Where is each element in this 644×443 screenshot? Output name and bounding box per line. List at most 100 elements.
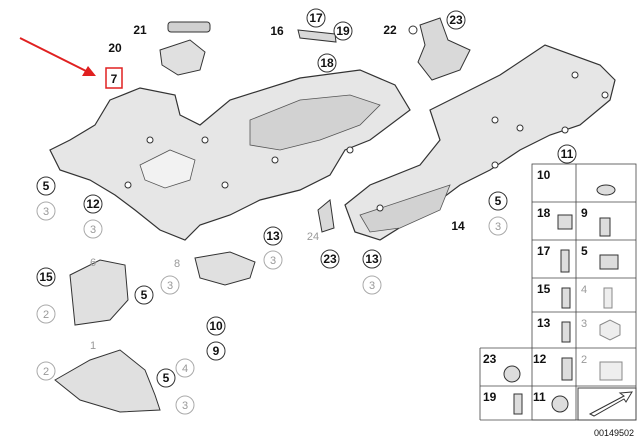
svg-text:5: 5: [581, 244, 588, 258]
callout-18: 18: [317, 53, 337, 73]
svg-text:22: 22: [383, 23, 397, 37]
svg-text:23: 23: [323, 252, 337, 266]
callout-6: 6: [90, 257, 96, 269]
callout-15: 15: [36, 267, 56, 287]
pointer-arrow: [19, 37, 96, 76]
svg-text:13: 13: [266, 229, 280, 243]
callout-3-right: 3: [362, 275, 382, 295]
callout-14: 14: [451, 219, 465, 233]
callout-3-lower: 3: [160, 275, 180, 295]
callout-23-mid: 23: [320, 249, 340, 269]
callout-21: 21: [133, 23, 147, 37]
svg-text:19: 19: [336, 24, 350, 38]
callout-23-top: 23: [446, 10, 466, 30]
callout-5-left: 5: [36, 176, 56, 196]
center-cover: [194, 251, 256, 286]
svg-text:3: 3: [369, 280, 375, 292]
callout-12: 12: [83, 194, 103, 214]
svg-text:11: 11: [561, 147, 574, 161]
lower-air-guide: [54, 349, 161, 413]
callout-1: 1: [90, 340, 96, 352]
svg-text:12: 12: [533, 352, 547, 366]
callout-24: 24: [307, 231, 319, 243]
callout-7: 7: [105, 67, 123, 89]
flange-bolt-icon: [513, 393, 523, 415]
hex-bolt-icon: [599, 217, 611, 237]
callout-3-bottom: 3: [175, 395, 195, 415]
push-clip-icon: [561, 357, 573, 381]
spring-nut-icon: [599, 254, 619, 270]
callout-3-mid: 3: [83, 219, 103, 239]
callout-5-bottom: 5: [156, 368, 176, 388]
washer-icon: [596, 184, 616, 196]
callout-3-left: 3: [36, 201, 56, 221]
callout-4: 4: [175, 358, 195, 378]
svg-text:7: 7: [111, 72, 118, 86]
mounting-bracket: [408, 17, 471, 81]
svg-text:3: 3: [90, 224, 96, 236]
collar-nut-icon: [551, 395, 569, 413]
svg-text:12: 12: [86, 197, 100, 211]
bolt-icon: [603, 287, 613, 309]
svg-text:23: 23: [449, 13, 463, 27]
legend-labels: 10 18 9 17 5 15 4 13 3 23 12 2 19 11: [483, 168, 588, 404]
svg-text:21: 21: [133, 23, 147, 37]
svg-text:10: 10: [537, 168, 551, 182]
svg-text:5: 5: [495, 194, 502, 208]
svg-text:3: 3: [167, 280, 173, 292]
callout-11: 11: [557, 144, 577, 164]
callout-16: 16: [270, 24, 284, 38]
svg-text:15: 15: [39, 270, 53, 284]
svg-text:3: 3: [43, 206, 49, 218]
svg-text:17: 17: [537, 244, 551, 258]
svg-text:4: 4: [581, 284, 587, 296]
dome-nut-icon: [503, 365, 521, 383]
svg-text:11: 11: [533, 390, 546, 404]
callout-5-right: 5: [488, 191, 508, 211]
svg-text:1: 1: [90, 340, 96, 352]
callout-17: 17: [306, 8, 326, 28]
callout-13-right: 13: [362, 249, 382, 269]
svg-text:23: 23: [483, 352, 497, 366]
svg-text:3: 3: [182, 400, 188, 412]
svg-text:14: 14: [451, 219, 465, 233]
diagram-number: 00149502: [594, 428, 634, 438]
clip-nut-icon: [557, 214, 573, 230]
svg-text:3: 3: [270, 255, 276, 267]
bracket-24: [317, 199, 335, 233]
screw-icon: [560, 249, 570, 273]
callout-8: 8: [174, 258, 180, 270]
clamp-icon: [599, 361, 623, 381]
callout-13-center: 13: [263, 226, 283, 246]
svg-text:13: 13: [365, 252, 379, 266]
direction-arrow-icon: [577, 387, 637, 421]
svg-text:19: 19: [483, 390, 497, 404]
svg-text:4: 4: [182, 363, 188, 375]
callout-10: 10: [206, 316, 226, 336]
svg-text:18: 18: [537, 206, 551, 220]
svg-text:2: 2: [581, 354, 587, 366]
main-underbody-panel: [49, 69, 411, 241]
duct-bracket: [159, 21, 211, 76]
svg-text:9: 9: [581, 206, 588, 220]
svg-text:20: 20: [108, 41, 122, 55]
svg-text:9: 9: [213, 344, 220, 358]
callout-19: 19: [333, 21, 353, 41]
svg-text:2: 2: [43, 309, 49, 321]
svg-text:13: 13: [537, 316, 551, 330]
svg-text:5: 5: [43, 179, 50, 193]
svg-text:00149502: 00149502: [594, 428, 634, 438]
svg-text:5: 5: [141, 288, 148, 302]
svg-text:6: 6: [90, 257, 96, 269]
callout-22: 22: [383, 23, 397, 37]
callout-3-center: 3: [263, 250, 283, 270]
callout-2-upper: 2: [36, 304, 56, 324]
svg-text:17: 17: [309, 11, 323, 25]
svg-text:3: 3: [495, 221, 501, 233]
callout-5-lower: 5: [134, 285, 154, 305]
callout-9: 9: [206, 341, 226, 361]
callout-20: 20: [108, 41, 122, 55]
side-cover: [69, 259, 129, 326]
small-bracket: [297, 29, 337, 43]
